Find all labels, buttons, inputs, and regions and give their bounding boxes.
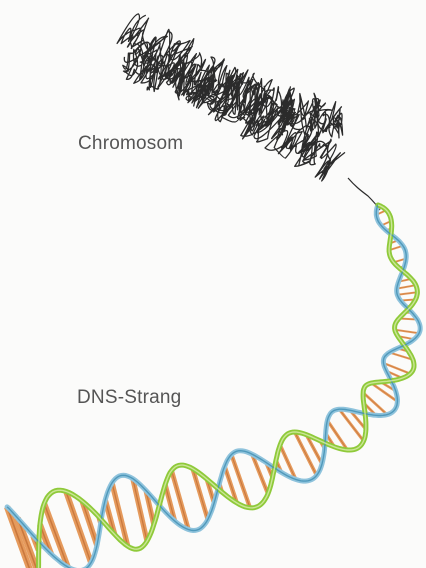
chromatin-fiber-1 (117, 14, 345, 181)
chromosome-label: Chromosom (78, 133, 183, 155)
dna-backbone-blue (7, 205, 420, 568)
dna-helix-icon (7, 205, 420, 568)
dna-backbone-blue-edge (7, 205, 420, 568)
chromosome-icon (117, 14, 380, 210)
dna-strand-label: DNS-Strang (77, 387, 181, 409)
chromatin-fiber-2 (123, 48, 343, 138)
